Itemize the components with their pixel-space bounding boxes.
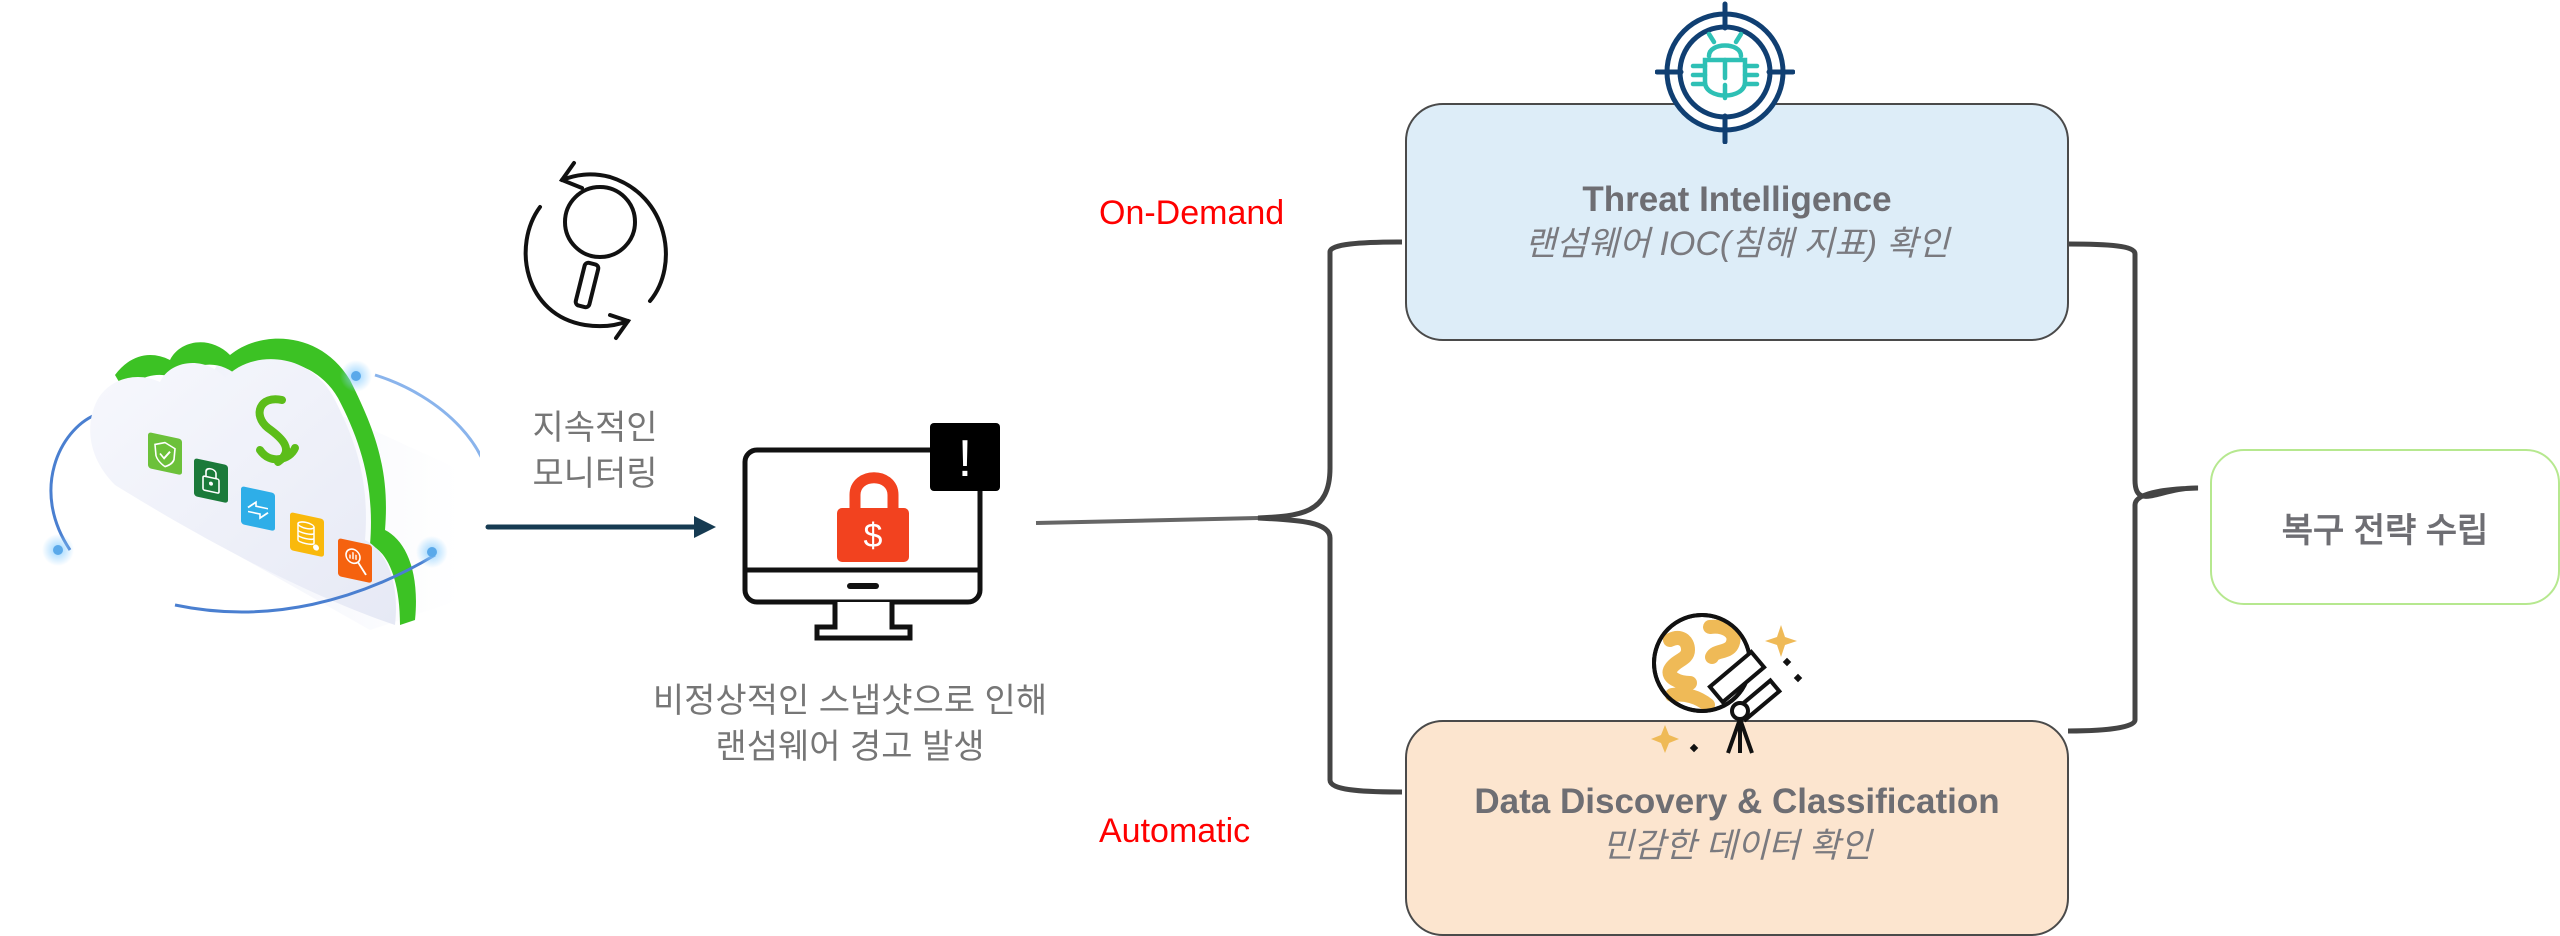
orbit-line — [174, 553, 436, 614]
recovery-strategy-box: 복구 전략 수립 — [2210, 449, 2560, 605]
data-discovery-subtitle: 민감한 데이터 확인 — [1602, 827, 1872, 865]
orbit-node-dot — [53, 545, 63, 555]
orbit-line — [374, 373, 480, 459]
threat-intelligence-box: Threat Intelligence 랜섬웨어 IOC(침해 지표) 확인 — [1405, 103, 2069, 341]
sync-arrows-icon — [241, 486, 275, 531]
analytics-search-icon — [338, 538, 372, 583]
bug-target-icon — [1655, 0, 1795, 144]
threat-intelligence-title: Threat Intelligence — [1582, 180, 1892, 219]
refresh-search-icon — [500, 145, 690, 345]
monitoring-arrow — [480, 510, 720, 540]
cloud-platform-illustration — [20, 300, 480, 650]
on-demand-label: On-Demand — [1099, 194, 1285, 232]
alert-connector — [1035, 516, 1259, 525]
automatic-label: Automatic — [1099, 812, 1251, 850]
alert-caption-line1: 비정상적인 스냅샷으로 인해 — [652, 682, 1048, 720]
lock-dollar-icon: $ — [837, 472, 909, 562]
cloud-rim — [115, 338, 416, 625]
exclamation-symbol: ! — [958, 430, 972, 488]
alert-badge-icon: ! — [930, 423, 1000, 491]
recovery-strategy-label: 복구 전략 수립 — [2281, 511, 2489, 550]
orbit-line — [49, 413, 96, 551]
telescope-planet-icon — [1640, 605, 1810, 755]
logo-s-icon — [255, 395, 299, 466]
alert-caption-line2: 랜섬웨어 경고 발생 — [715, 728, 985, 766]
monitoring-label: 지속적인 모니터링 — [480, 405, 710, 497]
threat-intelligence-subtitle: 랜섬웨어 IOC(침해 지표) 확인 — [1524, 225, 1950, 263]
database-gear-icon — [290, 512, 324, 557]
alert-caption: 비정상적인 스냅샷으로 인해 랜섬웨어 경고 발생 — [600, 678, 1100, 770]
lock-icon — [194, 458, 228, 503]
data-discovery-title: Data Discovery & Classification — [1474, 782, 2000, 821]
orbit-node-dot — [351, 371, 361, 381]
monitoring-label-line1: 지속적인 — [532, 409, 658, 447]
monitoring-label-line2: 모니터링 — [532, 455, 658, 493]
data-discovery-box: Data Discovery & Classification 민감한 데이터 … — [1405, 720, 2069, 936]
dollar-symbol: $ — [864, 517, 883, 555]
left-brace — [1257, 239, 1403, 795]
right-brace — [2067, 241, 2199, 734]
orbit-node-dot — [427, 547, 437, 557]
shield-check-icon — [148, 432, 182, 475]
ransomware-monitor-icon: $ ! — [735, 420, 1005, 650]
